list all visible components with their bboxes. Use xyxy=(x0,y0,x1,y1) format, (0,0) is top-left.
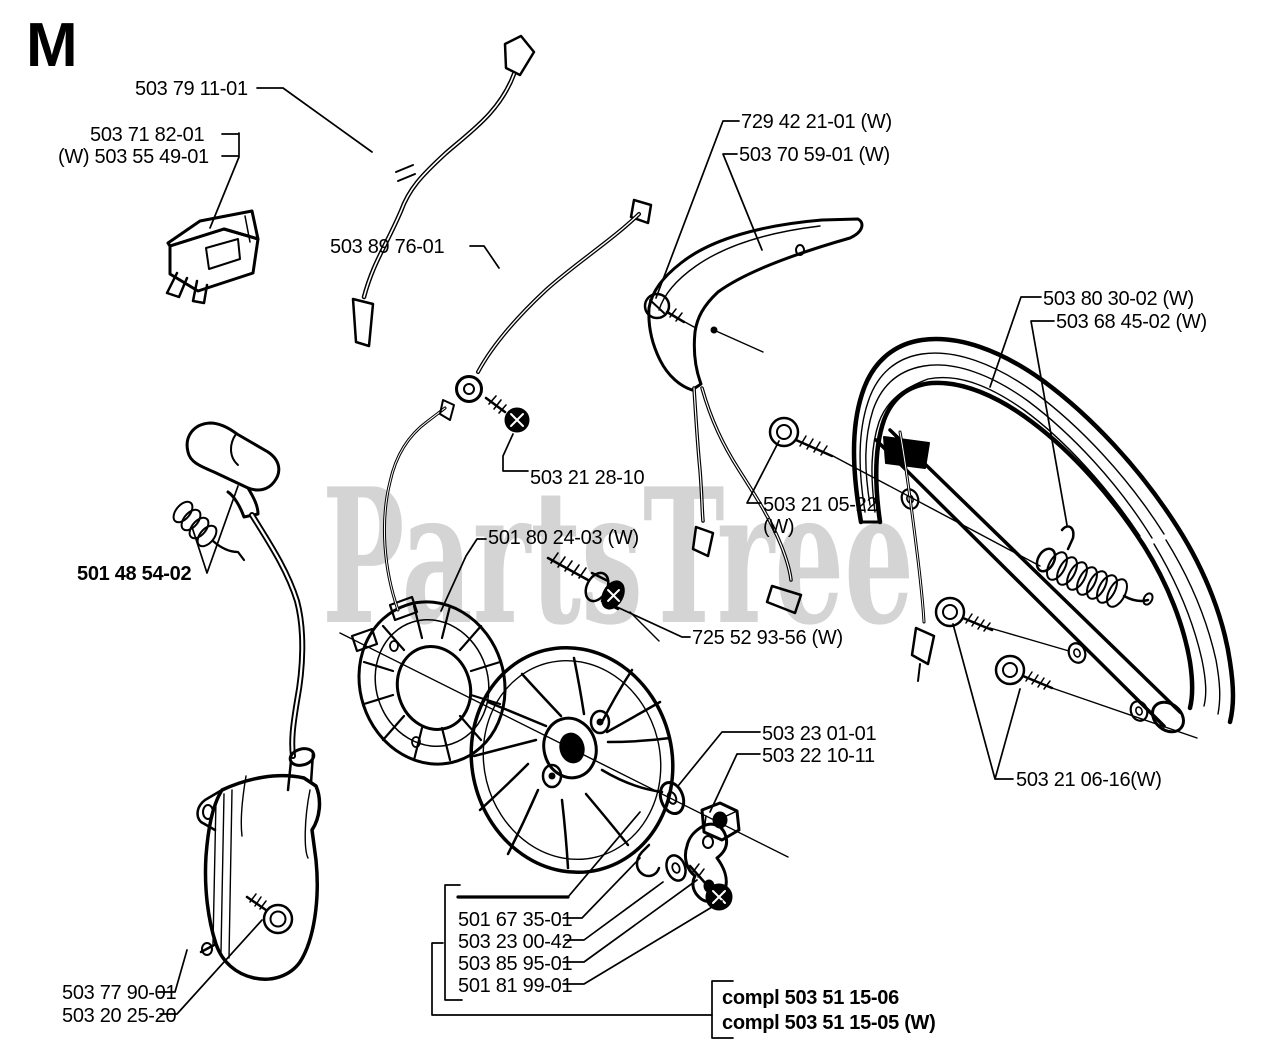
part-label-front-handle: 503 80 30-02 (W) xyxy=(1043,288,1194,310)
part-label-handle-spring: 503 68 45-02 (W) xyxy=(1056,311,1207,333)
part-label-stator-plate: 501 80 24-03 (W) xyxy=(488,527,639,549)
part-label-terminal-screw: 503 21 28-10 xyxy=(530,467,645,489)
handle-spring-drawing xyxy=(1035,525,1154,608)
part-label-pawl: 501 67 35-01 xyxy=(458,909,573,931)
part-label-ignition-module: 503 77 90-01 xyxy=(62,982,177,1004)
group-brackets xyxy=(431,811,734,1039)
section-letter: M xyxy=(26,11,78,80)
part-label-hand-guard: 503 70 59-01 (W) xyxy=(739,144,890,166)
part-label-flywheel-complete: compl 503 51 15-06 xyxy=(722,987,899,1009)
part-label-ignition-switch: 503 71 82-01 xyxy=(90,124,205,146)
flywheel-drawing xyxy=(469,645,675,875)
part-label-flywheel-screw: 725 52 93-56 (W) xyxy=(692,627,843,649)
module-screw-drawing xyxy=(245,893,294,935)
part-label-guard-screw: 729 42 21-01 (W) xyxy=(741,111,892,133)
part-label-handle-screw: 503 21 05-22 xyxy=(763,494,878,516)
part-label-module-screw: 503 20 25-20 xyxy=(62,1005,177,1027)
part-label-short-wire: 503 89 76-01 xyxy=(330,236,445,258)
ignition-wire-drawing xyxy=(351,34,536,348)
part-label-nut: 503 22 10-11 xyxy=(762,745,875,767)
stator-plate-drawing xyxy=(350,399,507,766)
hand-guard-drawing xyxy=(647,217,864,615)
ignition-switch-drawing xyxy=(165,209,260,305)
part-label-pawl-washer: 503 85 95-01 xyxy=(458,953,573,975)
part-label-ignition-switch-w: (W) 503 55 49-01 xyxy=(58,146,209,168)
part-label-plug-cap-spring: 501 48 54-02 xyxy=(77,563,192,585)
part-label-bar-screws: 503 21 06-16(W) xyxy=(1016,769,1162,791)
plug-cap-drawing xyxy=(172,421,306,759)
pawl-cluster-drawing xyxy=(635,781,741,911)
part-label-pawl-spring: 503 23 00-42 xyxy=(458,931,573,953)
short-wire-drawing xyxy=(455,198,653,403)
bar-screws-drawing xyxy=(934,596,1054,690)
handle-screw-drawing xyxy=(768,416,834,458)
part-label-flywheel-complete-w: compl 503 51 15-05 (W) xyxy=(722,1012,936,1034)
part-label-washer: 503 23 01-01 xyxy=(762,723,877,745)
part-label-pawl-screw: 501 81 99-01 xyxy=(458,975,573,997)
assembly-axis-lines xyxy=(339,320,1198,858)
leader-lines xyxy=(157,87,1068,1015)
part-label-handle-screw-w: (W) xyxy=(763,516,795,538)
part-label-ignition-wire: 503 79 11-01 xyxy=(135,78,248,100)
terminal-screw-drawing xyxy=(484,395,530,433)
ignition-module-drawing xyxy=(196,747,322,981)
